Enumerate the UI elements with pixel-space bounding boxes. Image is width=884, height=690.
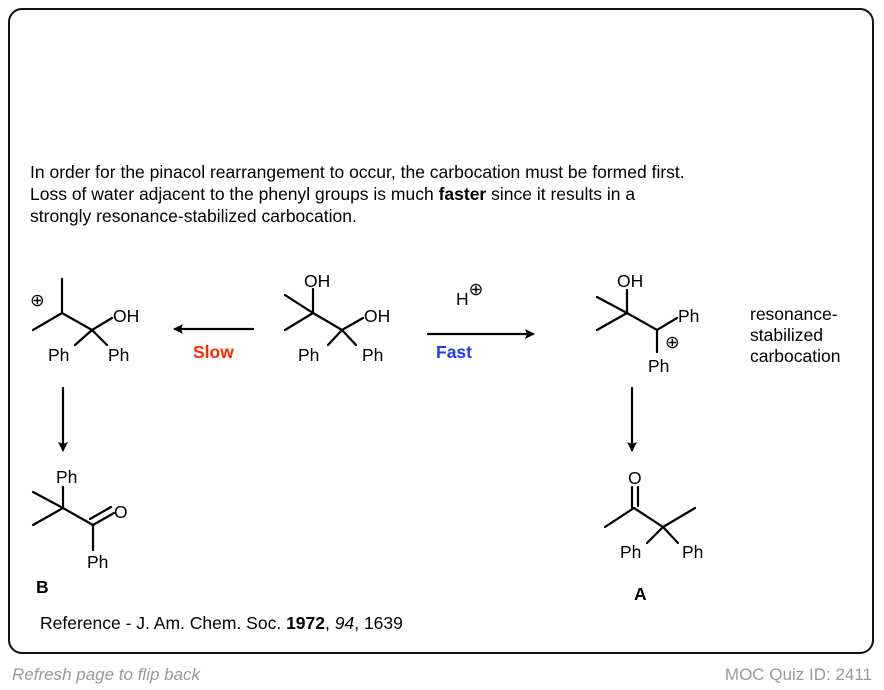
molecule-product-a: O Ph Ph bbox=[603, 468, 703, 562]
acid-label: H⊕ bbox=[456, 279, 483, 309]
svg-text:Ph: Ph bbox=[108, 345, 129, 365]
svg-text:Ph: Ph bbox=[56, 467, 77, 487]
product-b-label: B bbox=[36, 577, 49, 597]
resonance-note-1: resonance- bbox=[750, 304, 838, 324]
molecule-slow-carbocation: ⊕ OH Ph Ph bbox=[30, 277, 139, 365]
molecule-diol: OH OH Ph Ph bbox=[283, 271, 390, 365]
svg-text:OH: OH bbox=[617, 271, 643, 291]
plus-charge-icon: ⊕ bbox=[30, 290, 45, 310]
fast-label: Fast bbox=[436, 342, 472, 362]
svg-text:Ph: Ph bbox=[48, 345, 69, 365]
svg-text:OH: OH bbox=[113, 306, 139, 326]
svg-text:Ph: Ph bbox=[678, 306, 699, 326]
quiz-id: MOC Quiz ID: 2411 bbox=[725, 665, 872, 684]
svg-text:OH: OH bbox=[304, 271, 330, 291]
svg-text:Ph: Ph bbox=[682, 542, 703, 562]
svg-text:O: O bbox=[114, 502, 128, 522]
intro-line-3: strongly resonance-stabilized carbocatio… bbox=[30, 206, 357, 226]
svg-text:Ph: Ph bbox=[620, 542, 641, 562]
svg-text:Ph: Ph bbox=[362, 345, 383, 365]
quiz-card-frame bbox=[8, 8, 874, 654]
svg-text:O: O bbox=[628, 468, 642, 488]
intro-line-2: Loss of water adjacent to the phenyl gro… bbox=[30, 184, 635, 204]
resonance-note-3: carbocation bbox=[750, 346, 840, 366]
molecule-stabilized-carbocation: OH Ph ⊕ Ph bbox=[595, 271, 699, 376]
molecule-product-b: Ph O Ph bbox=[31, 467, 128, 572]
resonance-note-2: stabilized bbox=[750, 325, 823, 345]
svg-text:Ph: Ph bbox=[648, 356, 669, 376]
plus-charge-icon: ⊕ bbox=[665, 332, 680, 352]
flip-back-hint: Refresh page to flip back bbox=[12, 665, 202, 684]
intro-line-1: In order for the pinacol rearrangement t… bbox=[30, 162, 685, 182]
product-a-label: A bbox=[634, 584, 647, 604]
svg-text:Ph: Ph bbox=[87, 552, 108, 572]
svg-text:Ph: Ph bbox=[298, 345, 319, 365]
slow-label: Slow bbox=[193, 342, 234, 362]
reference-citation: Reference - J. Am. Chem. Soc. 1972, 94, … bbox=[40, 613, 403, 633]
svg-text:OH: OH bbox=[364, 306, 390, 326]
